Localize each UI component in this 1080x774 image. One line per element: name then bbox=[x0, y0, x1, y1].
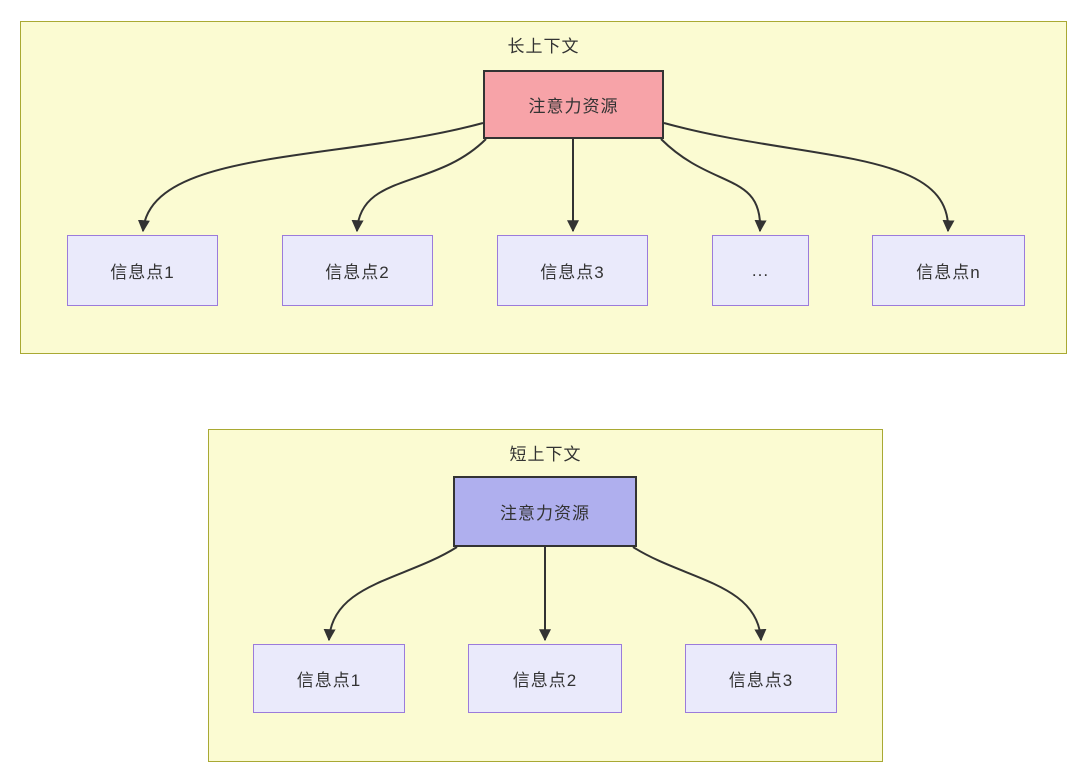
info-point-ellipsis-long-label: ... bbox=[751, 260, 770, 280]
info-point-n-long: 信息点n bbox=[872, 235, 1025, 306]
long-context-title: 长上下文 bbox=[507, 37, 580, 56]
info-point-2-short-label: 信息点2 bbox=[512, 671, 578, 690]
info-point-3-long: 信息点3 bbox=[497, 235, 648, 306]
info-point-3-long-label: 信息点3 bbox=[540, 263, 605, 282]
info-point-3-short: 信息点3 bbox=[685, 644, 837, 713]
attention-resource-label-short: 注意力资源 bbox=[500, 504, 590, 523]
info-point-ellipsis-long: ... bbox=[712, 235, 809, 306]
info-point-2-short: 信息点2 bbox=[468, 644, 622, 713]
short-context-title: 短上下文 bbox=[509, 445, 582, 464]
attention-resource-node-short: 注意力资源 bbox=[453, 476, 637, 547]
info-point-1-short: 信息点1 bbox=[253, 644, 405, 713]
info-point-1-long: 信息点1 bbox=[67, 235, 218, 306]
attention-resource-node-long: 注意力资源 bbox=[483, 70, 664, 139]
info-point-2-long-label: 信息点2 bbox=[325, 263, 390, 282]
info-point-2-long: 信息点2 bbox=[282, 235, 433, 306]
info-point-1-short-label: 信息点1 bbox=[296, 671, 362, 690]
info-point-n-long-label: 信息点n bbox=[916, 263, 981, 282]
info-point-1-long-label: 信息点1 bbox=[110, 263, 175, 282]
info-point-3-short-label: 信息点3 bbox=[728, 671, 794, 690]
attention-resource-label-long: 注意力资源 bbox=[528, 97, 619, 116]
